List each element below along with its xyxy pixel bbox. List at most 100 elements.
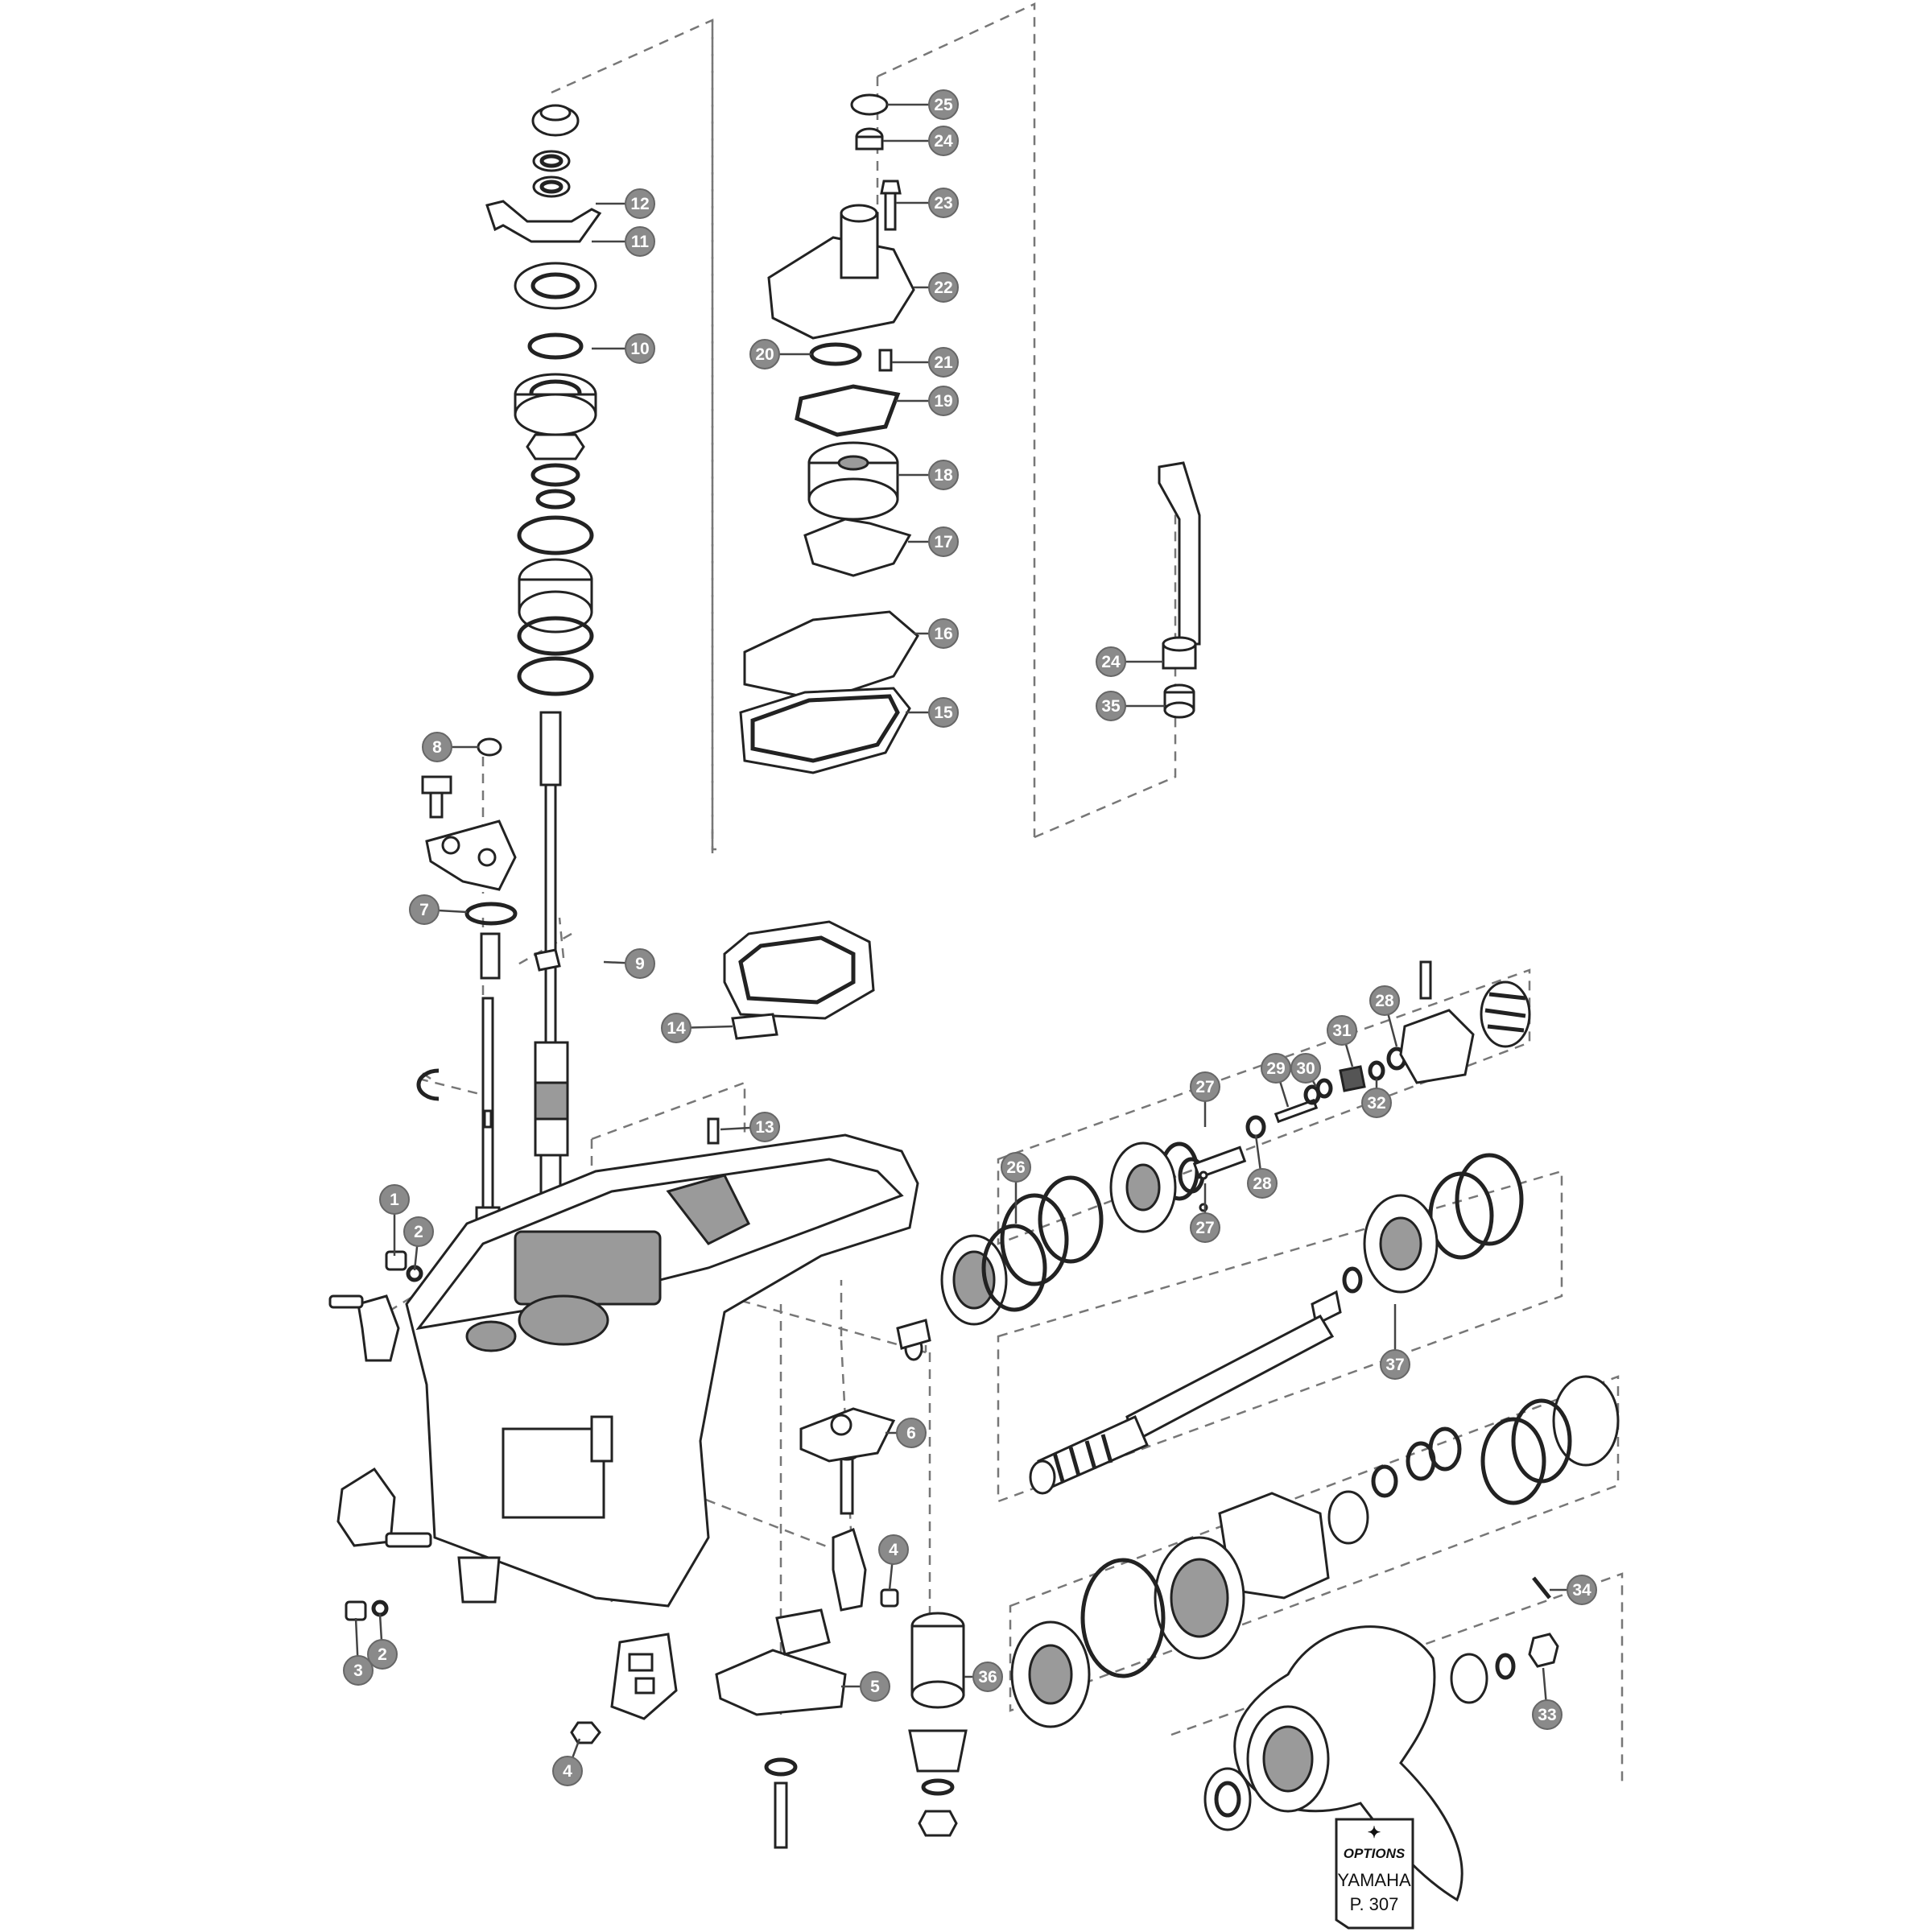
options-page-ref: P. 307 bbox=[1350, 1894, 1399, 1914]
callout-circle bbox=[1001, 1152, 1031, 1183]
callout-30: 30 bbox=[1290, 1053, 1321, 1088]
callout-number: 17 bbox=[934, 533, 952, 551]
callout-circle bbox=[1327, 1015, 1357, 1046]
callout-circle bbox=[749, 339, 780, 369]
callout-number: 14 bbox=[667, 1019, 686, 1038]
callout-circle bbox=[343, 1655, 374, 1686]
callout-35: 35 bbox=[1096, 691, 1165, 721]
callout-circle bbox=[552, 1756, 583, 1786]
callout-number: 35 bbox=[1101, 697, 1121, 716]
callout-28: 28 bbox=[1369, 985, 1400, 1047]
callout-27: 27 bbox=[1190, 1071, 1220, 1127]
callout-circle bbox=[896, 1418, 927, 1448]
callout-circle bbox=[928, 272, 959, 303]
callout-22: 22 bbox=[914, 272, 959, 303]
options-heading: OPTIONS bbox=[1344, 1846, 1406, 1861]
callout-number: 29 bbox=[1266, 1059, 1285, 1078]
callout-11: 11 bbox=[592, 226, 655, 257]
callout-number: 9 bbox=[635, 955, 645, 973]
callout-21: 21 bbox=[892, 347, 959, 378]
callout-circle bbox=[928, 386, 959, 416]
callout-3: 3 bbox=[343, 1617, 374, 1686]
water-tube bbox=[1158, 461, 1201, 719]
shift-clutch-row bbox=[1000, 960, 1531, 1286]
callout-circle bbox=[1290, 1053, 1321, 1084]
callout-circle bbox=[367, 1639, 398, 1670]
callout-number: 11 bbox=[631, 233, 650, 251]
callout-circle bbox=[928, 347, 959, 378]
callout-36: 36 bbox=[964, 1662, 1003, 1692]
callout-27: 27 bbox=[1190, 1183, 1220, 1243]
callout-number: 37 bbox=[1385, 1356, 1404, 1374]
callout-circle bbox=[403, 1216, 434, 1247]
callout-1: 1 bbox=[379, 1184, 410, 1256]
callout-circle bbox=[972, 1662, 1003, 1692]
callout-number: 8 bbox=[432, 738, 442, 757]
callout-circle bbox=[878, 1534, 909, 1565]
callout-circle bbox=[1567, 1575, 1597, 1605]
callout-number: 22 bbox=[934, 279, 952, 297]
callout-circle bbox=[625, 948, 655, 979]
callout-23: 23 bbox=[896, 188, 959, 218]
callout-number: 7 bbox=[419, 901, 429, 919]
callout-circle bbox=[661, 1013, 691, 1043]
callout-number: 36 bbox=[978, 1668, 997, 1686]
callout-7: 7 bbox=[409, 894, 468, 925]
callout-29: 29 bbox=[1261, 1053, 1291, 1108]
propeller-housing-row bbox=[1010, 1375, 1620, 1728]
callout-4: 4 bbox=[552, 1738, 583, 1786]
callout-number: 1 bbox=[390, 1191, 399, 1209]
callout-circle bbox=[422, 732, 452, 762]
callout-2: 2 bbox=[403, 1216, 434, 1271]
callout-24: 24 bbox=[883, 126, 959, 156]
callout-circle bbox=[625, 226, 655, 257]
callout-34: 34 bbox=[1550, 1575, 1597, 1605]
callout-number: 27 bbox=[1195, 1219, 1214, 1237]
callout-number: 10 bbox=[630, 340, 649, 358]
callout-15: 15 bbox=[906, 697, 959, 728]
callout-circle bbox=[1361, 1088, 1392, 1118]
callout-6: 6 bbox=[886, 1418, 927, 1448]
drive-shaft-stack bbox=[485, 104, 602, 1249]
callout-number: 34 bbox=[1572, 1581, 1591, 1600]
callout-circle bbox=[928, 89, 959, 120]
water-pump-assembly bbox=[739, 93, 919, 774]
shift-rod-assembly bbox=[416, 737, 561, 1271]
callout-9: 9 bbox=[603, 948, 655, 979]
callout-number: 4 bbox=[563, 1762, 572, 1781]
callout-circle bbox=[928, 618, 959, 649]
callout-circle bbox=[379, 1184, 410, 1215]
callout-circle bbox=[409, 894, 440, 925]
callout-number: 13 bbox=[755, 1118, 774, 1137]
anodes-and-bolts bbox=[328, 1250, 899, 1744]
callout-circle bbox=[1190, 1212, 1220, 1243]
options-star-icon: ✦ bbox=[1368, 1824, 1381, 1842]
callout-number: 21 bbox=[934, 353, 953, 372]
callout-31: 31 bbox=[1327, 1015, 1357, 1067]
callout-17: 17 bbox=[908, 526, 959, 557]
callout-12: 12 bbox=[596, 188, 655, 219]
callout-number: 26 bbox=[1006, 1158, 1025, 1177]
callout-circle bbox=[928, 460, 959, 490]
callout-number: 28 bbox=[1253, 1174, 1272, 1193]
forward-bearing-stack bbox=[908, 1612, 968, 1837]
callout-number: 24 bbox=[1101, 653, 1121, 671]
callout-24: 24 bbox=[1096, 646, 1163, 677]
callout-circle bbox=[1190, 1071, 1220, 1102]
callout-number: 18 bbox=[934, 466, 953, 485]
callout-18: 18 bbox=[898, 460, 959, 490]
callout-circle bbox=[928, 526, 959, 557]
callout-circle bbox=[1096, 646, 1126, 677]
callout-8: 8 bbox=[422, 732, 479, 762]
callout-number: 33 bbox=[1538, 1706, 1556, 1724]
callout-4: 4 bbox=[878, 1534, 909, 1591]
callout-10: 10 bbox=[592, 333, 655, 364]
callout-5: 5 bbox=[841, 1671, 890, 1702]
callout-20: 20 bbox=[749, 339, 811, 369]
bearing-housing-stack bbox=[896, 1224, 1047, 1361]
callout-number: 30 bbox=[1296, 1059, 1315, 1078]
callout-number: 5 bbox=[870, 1678, 880, 1696]
callout-14: 14 bbox=[661, 1013, 733, 1043]
propeller-shaft-row bbox=[1029, 1153, 1524, 1495]
